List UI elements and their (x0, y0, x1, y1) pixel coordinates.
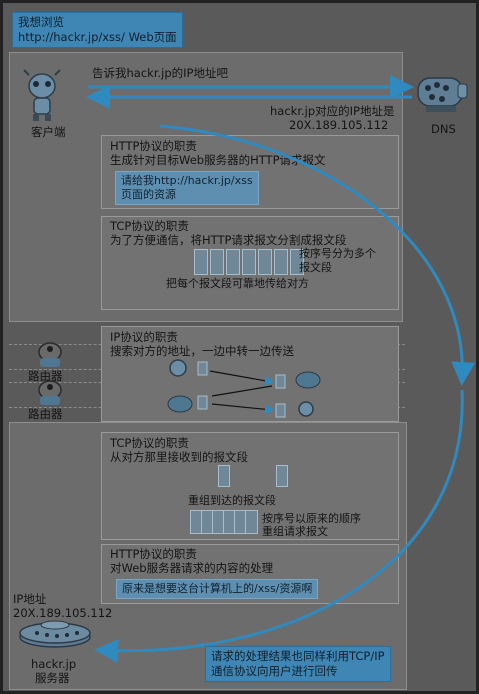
tcp-recv-desc: 从对方那里接收到的报文段 (110, 450, 248, 464)
client-request-bubble: 我想浏览 http://hackr.jp/xss/ Web页面 (12, 12, 183, 48)
client-bubble-line-2: http://hackr.jp/xss/ Web页面 (18, 30, 177, 44)
ip-desc: 搜索对方的地址，一边中转一边传送 (110, 344, 294, 358)
http-send-box: HTTP协议的职责 生成针对目标Web服务器的HTTP请求报文 请给我http:… (101, 135, 399, 209)
turtle-icon (167, 395, 193, 413)
router-label: 路由器 (28, 369, 63, 383)
client-label: 客户端 (31, 125, 66, 139)
dns-query-text: 告诉我hackr.jp的IP地址吧 (92, 66, 228, 80)
server-ip-value: 20X.189.105.112 (13, 606, 113, 620)
received-segment (276, 465, 288, 487)
http-send-title: HTTP协议的职责 (110, 139, 197, 153)
received-segment (218, 465, 230, 487)
router-icon (38, 342, 62, 367)
robot-client-icon (23, 69, 61, 121)
http-recv-desc: 对Web服务器请求的内容的处理 (110, 561, 274, 575)
dns-label: DNS (431, 122, 456, 136)
order-note-2: 重组请求报文 (262, 525, 328, 538)
result-note-bubble: 请求的处理结果也同样利用TCP/IP 通信协议向用户进行回传 (205, 646, 391, 682)
http-recv-title: HTTP协议的职责 (110, 547, 197, 561)
reassembled-message (190, 510, 258, 534)
tcp-segment (290, 249, 304, 275)
server-ip-label: IP地址 (13, 592, 47, 606)
result-note-line-2: 通信协议向用户进行回传 (211, 664, 338, 678)
reliable-note: 把每个报文段可靠地传给对方 (166, 277, 309, 290)
http-request-bubble: 请给我http://hackr.jp/xss 页面的资源 (115, 171, 259, 205)
client-bubble-line-1: 我想浏览 (18, 15, 64, 29)
tcp-segment (194, 249, 208, 275)
http-send-desc: 生成针对目标Web服务器的HTTP请求报文 (110, 153, 326, 167)
tcp-segment (258, 249, 272, 275)
server-icon (19, 620, 91, 648)
tcp-send-title: TCP协议的职责 (110, 219, 189, 233)
tcp-segment (274, 249, 288, 275)
tcp-send-desc: 为了方便通信，将HTTP请求报文分割成报文段 (110, 233, 347, 247)
seq-split-note-2: 报文段 (299, 261, 332, 274)
dns-reply-line-1: hackr.jp对应的IP地址是 (270, 104, 395, 118)
result-note-line-1: 请求的处理结果也同样利用TCP/IP (211, 649, 385, 663)
ip-routing-illustration (167, 359, 321, 418)
tcp-recv-title: TCP协议的职责 (110, 436, 189, 450)
router-label: 路由器 (28, 407, 63, 421)
robot-client-icon (169, 359, 187, 377)
response-flow-arrow (94, 389, 464, 663)
turtle-icon (295, 371, 321, 389)
http-request-line-2: 页面的资源 (121, 188, 176, 201)
dns-reply-line-2: 20X.189.105.112 (289, 118, 389, 132)
tcp-send-box: TCP协议的职责 为了方便通信，将HTTP请求报文分割成报文段 按序号分为多个 … (101, 216, 399, 310)
tcp-segment (210, 249, 224, 275)
tcp-segment (226, 249, 240, 275)
router-icon (38, 380, 62, 405)
ip-box: IP协议的职责 搜索对方的地址，一边中转一边传送 (101, 326, 399, 422)
tcp-segment (242, 249, 256, 275)
robot-client-icon (298, 401, 314, 417)
order-note-1: 按序号以原来的顺序 (262, 512, 361, 525)
ip-title: IP协议的职责 (110, 330, 178, 344)
tcp-recv-box: TCP协议的职责 从对方那里接收到的报文段 重组到达的报文段 按序号以原来的顺序… (101, 432, 399, 540)
request-flow-arrow (159, 124, 476, 386)
server-label-role: 服务器 (35, 671, 70, 685)
http-recv-bubble: 原来是想要这台计算机上的/xss/资源啊 (116, 579, 319, 599)
server-label-host: hackr.jp (31, 657, 77, 671)
seq-split-note-1: 按序号分为多个 (299, 247, 376, 260)
reassemble-note: 重组到达的报文段 (188, 494, 276, 507)
dns-server-icon (417, 77, 468, 112)
http-request-line-1: 请给我http://hackr.jp/xss (121, 174, 253, 187)
